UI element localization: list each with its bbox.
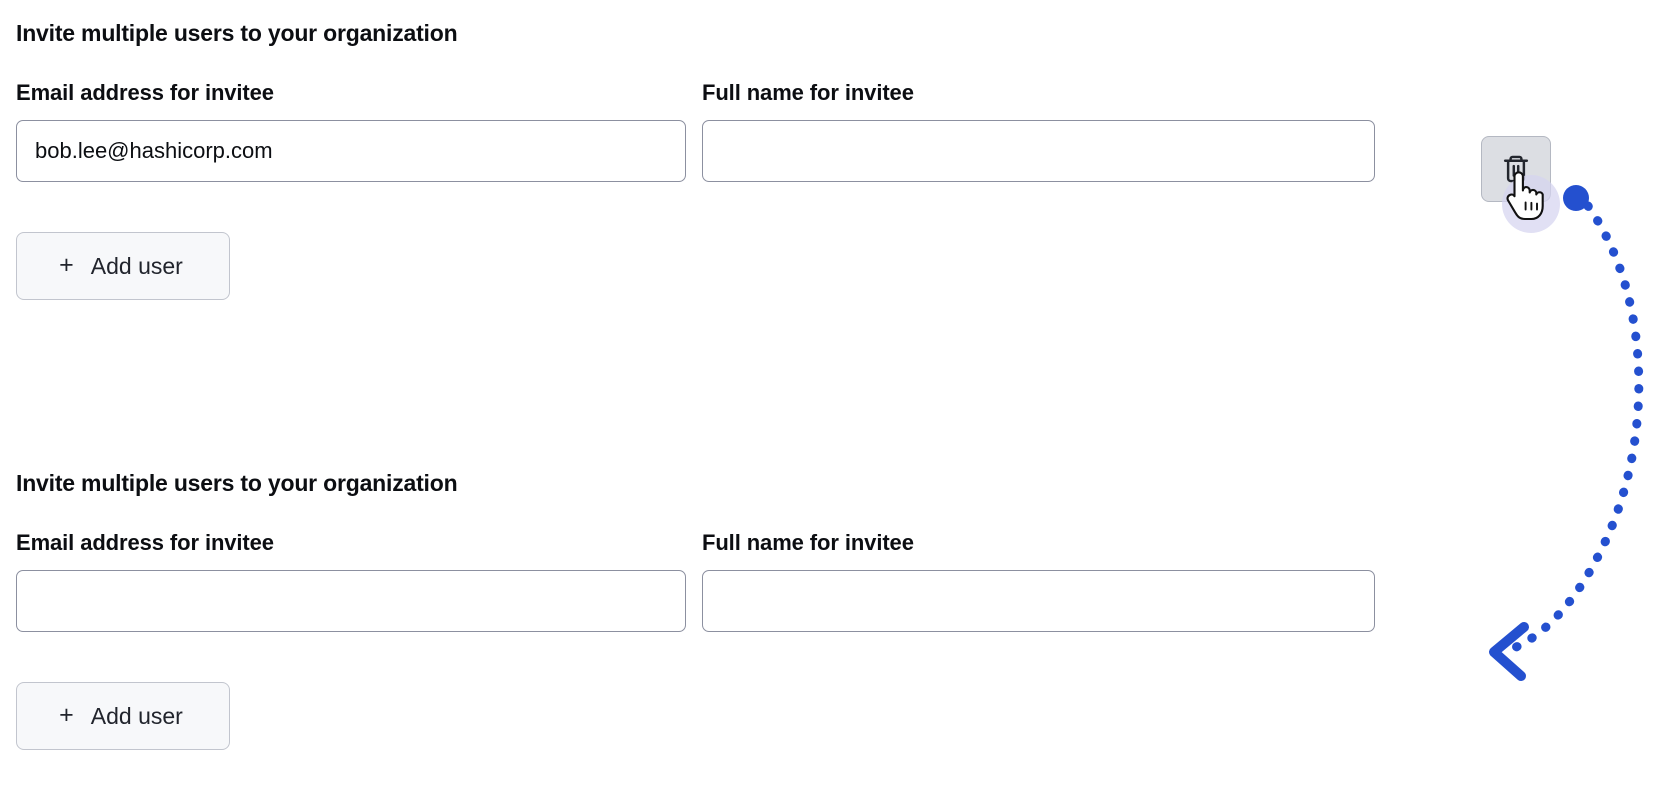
fullname-label: Full name for invitee — [702, 80, 914, 105]
arrowhead-left-icon — [1489, 622, 1529, 681]
plus-icon-2: + — [59, 700, 74, 729]
plus-icon: + — [59, 250, 74, 279]
page-title-2: Invite multiple users to your organizati… — [16, 470, 458, 496]
email-label: Email address for invitee — [16, 80, 274, 105]
arrow-path — [1501, 201, 1644, 656]
email-label-2: Email address for invitee — [16, 530, 274, 555]
action-start-dot — [1563, 185, 1589, 211]
page-title: Invite multiple users to your organizati… — [16, 20, 458, 46]
add-user-button-2[interactable]: + Add user — [16, 682, 230, 750]
email-field-group-2: Email address for invitee — [16, 530, 686, 632]
delete-invitee-button[interactable] — [1481, 136, 1551, 202]
trash-icon — [1501, 153, 1531, 185]
email-input[interactable] — [16, 120, 686, 182]
fullname-field-group: Full name for invitee — [702, 80, 1375, 182]
add-user-label-2: Add user — [90, 702, 183, 729]
fullname-field-group-2: Full name for invitee — [702, 530, 1375, 632]
email-input-2[interactable] — [16, 570, 686, 632]
add-user-label: Add user — [90, 252, 183, 279]
fullname-label-2: Full name for invitee — [702, 530, 914, 555]
fullname-input-2[interactable] — [702, 570, 1375, 632]
fullname-input[interactable] — [702, 120, 1375, 182]
add-user-button[interactable]: + Add user — [16, 232, 230, 300]
email-field-group: Email address for invitee — [16, 80, 686, 182]
